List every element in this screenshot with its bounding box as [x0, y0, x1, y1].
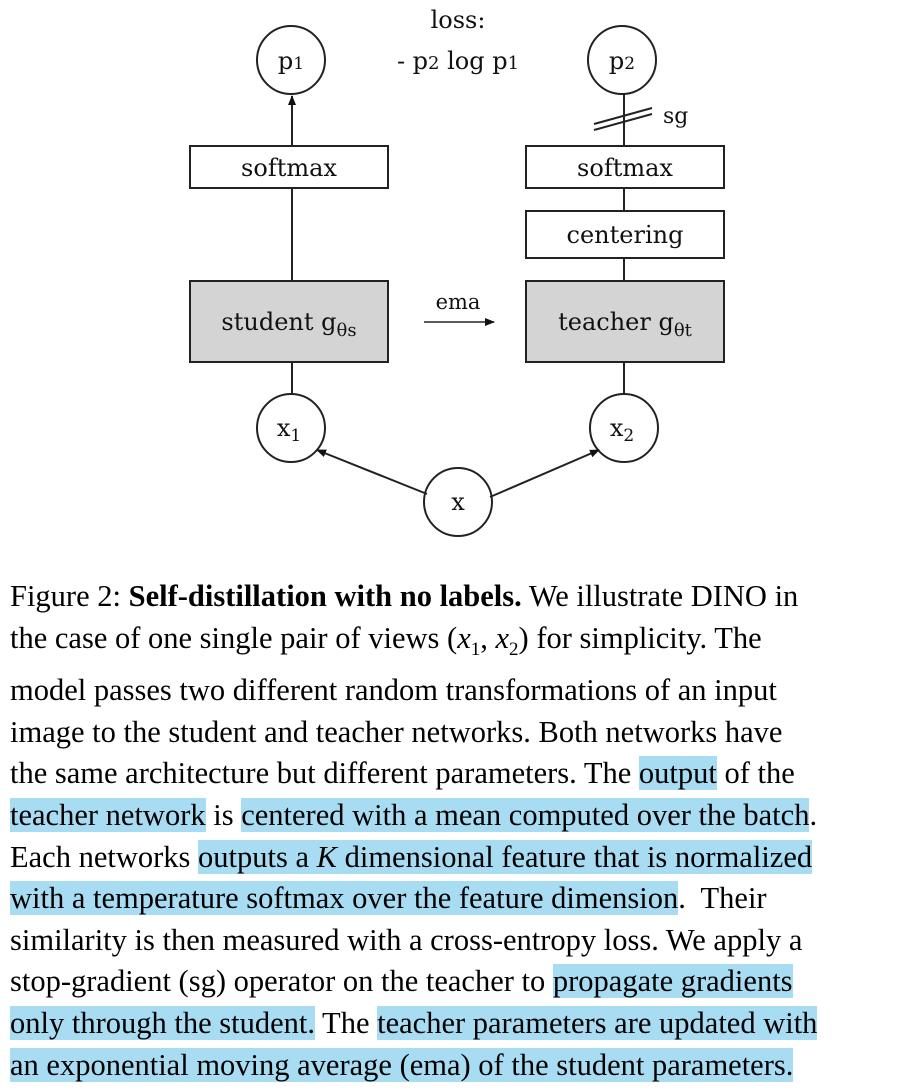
caption-line: teacher network is centered with a mean …: [10, 798, 818, 833]
caption-line: with a temperature softmax over the feat…: [10, 881, 767, 916]
caption-text: the case of one single pair of views (: [10, 620, 458, 655]
p2-label: p2: [609, 47, 635, 75]
highlight: an exponential moving average (ema) of t…: [10, 1047, 794, 1082]
loss-label: loss:: [431, 6, 486, 34]
loss-formula: - p2 log p1: [397, 47, 519, 75]
highlight: propagate gradients: [552, 964, 793, 999]
caption-line: an exponential moving average (ema) of t…: [10, 1045, 906, 1087]
sg-mark-1: [593, 107, 653, 125]
ema-label: ema: [436, 290, 481, 314]
highlight: only through the student.: [10, 1006, 315, 1041]
x1-label: x1: [277, 414, 301, 446]
caption-line: only through the student. The teacher pa…: [10, 1006, 818, 1041]
highlight: with a temperature softmax over the feat…: [10, 881, 679, 916]
caption-text: We illustrate DINO in: [521, 579, 799, 613]
arrow-x-to-x1: [316, 449, 428, 495]
caption-line: the case of one single pair of views (x1…: [10, 620, 762, 660]
highlight: centered with a mean computed over the b…: [241, 798, 810, 833]
student-box: [189, 280, 389, 363]
student-label: student gθs: [221, 308, 356, 341]
caption-line: the same architecture but different para…: [10, 756, 795, 791]
softmax-left-label: softmax: [241, 154, 337, 182]
figure-caption: Figure 2: Self-distillation with no labe…: [10, 576, 906, 1086]
x-node: [423, 467, 493, 537]
math-x1: x1: [457, 620, 481, 660]
caption-line: stop-gradient (sg) operator on the teach…: [10, 964, 793, 999]
arrow-x-to-x2: [489, 449, 600, 498]
caption-line: Figure 2: Self-distillation with no labe…: [10, 576, 906, 618]
dino-diagram: loss: - p2 log p1 p1 p2 sg softmax softm…: [189, 6, 725, 537]
teacher-box: [525, 280, 725, 363]
caption-line: image to the student and teacher network…: [10, 714, 783, 749]
highlight: outputs a K dimensional feature that is …: [198, 839, 813, 874]
caption-line: model passes two different random transf…: [10, 673, 777, 708]
highlight: teacher parameters are updated with: [377, 1006, 818, 1041]
softmax-left-box: [189, 145, 389, 189]
centering-box: [525, 210, 725, 259]
sg-mark-2: [593, 113, 653, 131]
p1-label: p1: [278, 47, 304, 75]
p2-node: [587, 25, 657, 95]
x-label: x: [451, 488, 465, 516]
caption-title: Self-distillation with no labels.: [128, 579, 522, 613]
highlight: output: [638, 756, 717, 791]
caption-line: Each networks outputs a K dimensional fe…: [10, 839, 813, 874]
softmax-right-label: softmax: [577, 154, 673, 182]
math-x2: x2: [495, 620, 519, 660]
x2-node: [589, 393, 659, 463]
highlight: teacher network: [10, 798, 206, 833]
softmax-right-box: [525, 145, 725, 189]
figure-number: Figure 2:: [10, 579, 129, 613]
x1-node: [256, 393, 326, 463]
teacher-label: teacher gθt: [558, 308, 693, 341]
sg-label: sg: [663, 104, 688, 129]
math-k: K: [316, 839, 337, 874]
p1-node: [256, 25, 326, 95]
caption-line: similarity is then measured with a cross…: [10, 922, 803, 957]
centering-label: centering: [567, 221, 684, 249]
x2-label: x2: [610, 414, 634, 446]
